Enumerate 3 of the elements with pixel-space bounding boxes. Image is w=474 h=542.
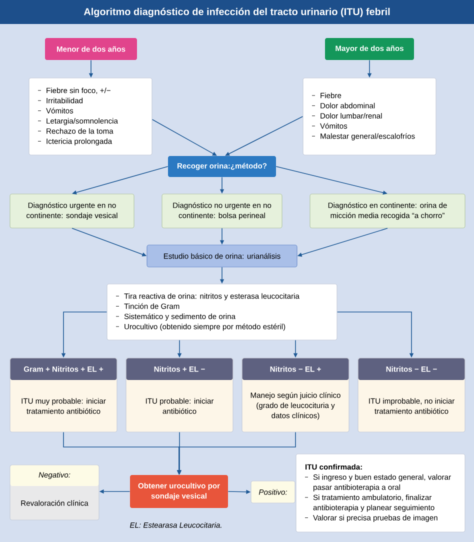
title-banner: Algoritmo diagnóstico de infección del tracto urinario (ITU) febril — [0, 0, 474, 24]
arrow — [152, 119, 217, 156]
arrow — [225, 116, 304, 156]
